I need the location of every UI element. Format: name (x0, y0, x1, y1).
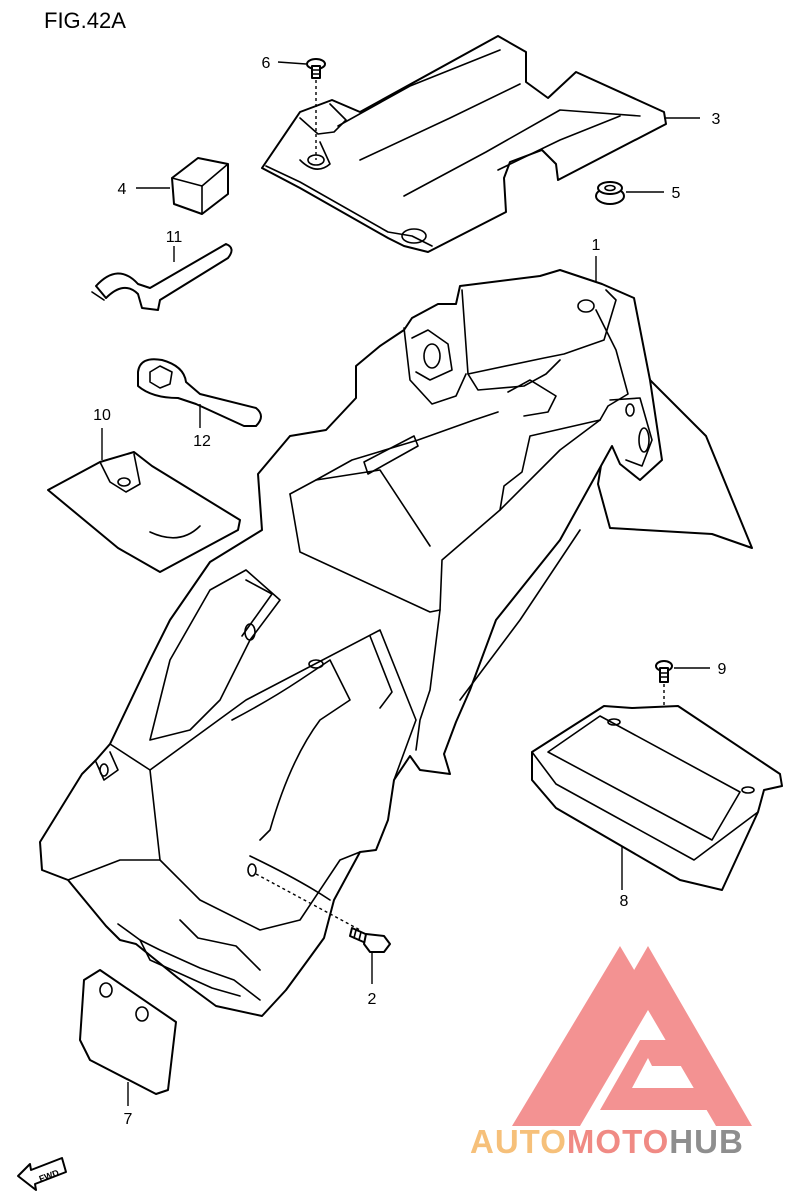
part-4-block (171, 157, 229, 215)
callout-12: 12 (193, 433, 211, 450)
callouts: 1 2 3 4 5 6 7 8 9 10 11 12 (93, 55, 726, 1128)
watermark-hub: HUB (669, 1123, 744, 1160)
callout-3: 3 (712, 111, 721, 128)
watermark-triangle-icon (544, 946, 752, 1126)
callout-11: 11 (166, 229, 183, 246)
watermark-moto: MOTO (567, 1123, 669, 1160)
callout-5: 5 (672, 185, 681, 202)
callout-2: 2 (368, 991, 377, 1008)
watermark-logo (512, 946, 752, 1126)
part-1-rear-fender (39, 269, 753, 1017)
part-10-toolbag (47, 451, 241, 573)
watermark-inner-icon (600, 1040, 718, 1110)
watermark-auto: AUTO (470, 1123, 567, 1160)
watermark-triangle-left-icon (512, 946, 646, 1126)
callout-1: 1 (592, 237, 601, 254)
part-11-spanner (91, 243, 233, 311)
part-5-grommet (595, 181, 625, 205)
fwd-badge: FWD (17, 1157, 67, 1191)
part-3-cover (261, 35, 667, 253)
callout-9: 9 (718, 661, 727, 678)
callout-8: 8 (620, 893, 629, 910)
fwd-arrow-icon (17, 1157, 67, 1191)
watermark-text: AUTOMOTOHUB (470, 1123, 744, 1160)
callout-7: 7 (124, 1111, 133, 1128)
part-9-screw (655, 660, 673, 716)
figure-title: FIG.42A (44, 8, 126, 33)
part-6-screw (306, 58, 326, 160)
part-8-tray (531, 705, 783, 891)
leader-lines (101, 61, 710, 1106)
callout-4: 4 (118, 181, 127, 198)
callout-6: 6 (262, 55, 271, 72)
callout-10: 10 (93, 407, 111, 424)
part-12-wrench (137, 358, 262, 427)
part-2-bolt (255, 873, 391, 953)
part-7-plate (79, 969, 177, 1095)
